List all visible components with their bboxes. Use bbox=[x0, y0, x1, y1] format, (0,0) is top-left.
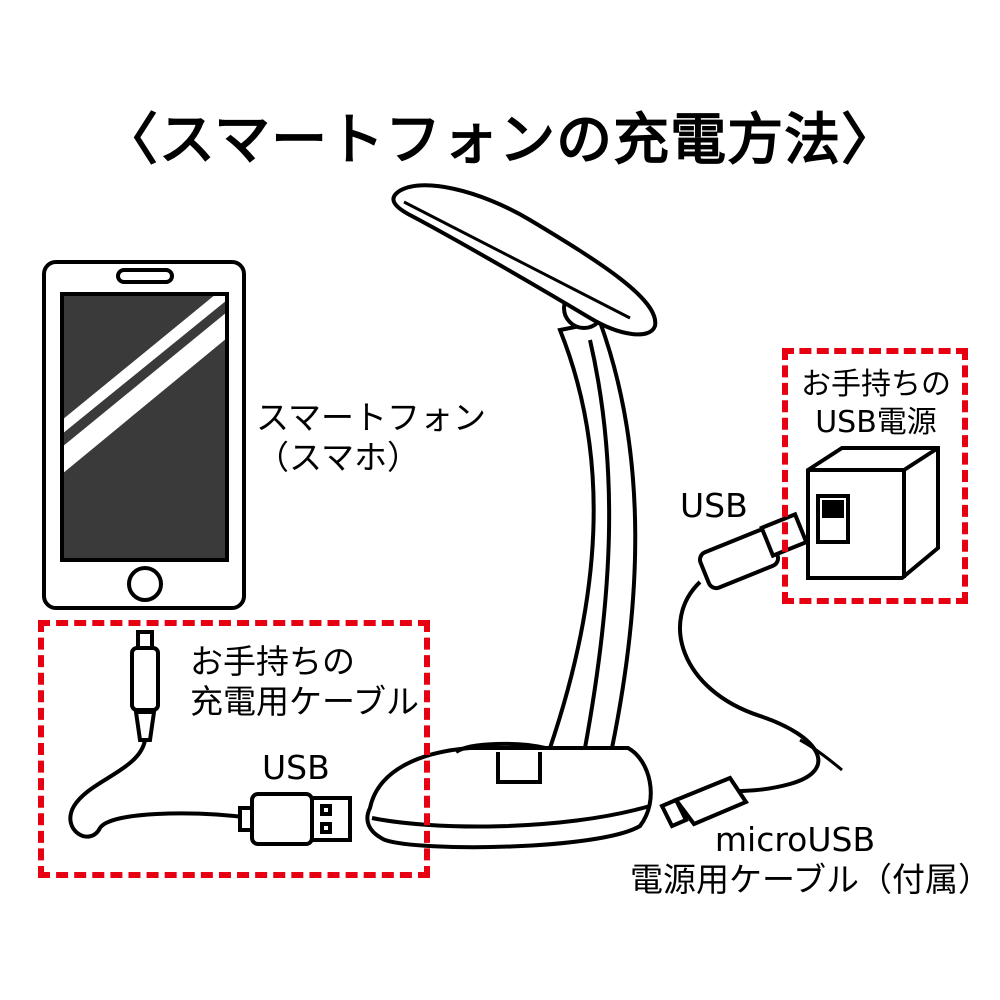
own-charge-cable-label: お手持ちの 充電用ケーブル bbox=[190, 642, 419, 722]
own-usb-power-label: お手持ちの USB電源 bbox=[798, 366, 954, 442]
own-usb-power-line2: USB電源 bbox=[815, 405, 937, 440]
smartphone-label-line1: スマートフォン bbox=[256, 398, 487, 437]
micro-usb-cable-line2: 電源用ケーブル（付属） bbox=[630, 860, 992, 899]
smartphone-label-line2: （スマホ） bbox=[256, 438, 421, 477]
micro-usb-cable-label: microUSB 電源用ケーブル（付属） bbox=[630, 820, 992, 900]
own-charge-cable-line1: お手持ちの bbox=[190, 642, 355, 681]
own-charge-cable-line2: 充電用ケーブル bbox=[190, 682, 420, 721]
usb-label-left: USB bbox=[262, 748, 330, 787]
smartphone-illustration bbox=[42, 260, 246, 610]
own-usb-power-line1: お手持ちの bbox=[801, 367, 951, 402]
usb-power-dashed-box bbox=[782, 348, 968, 604]
page-title: 〈スマートフォンの充電方法〉 bbox=[101, 108, 899, 173]
micro-usb-cable-illustration bbox=[659, 511, 843, 829]
micro-usb-cable-line1: microUSB bbox=[714, 820, 876, 859]
smartphone-label: スマートフォン （スマホ） bbox=[256, 398, 486, 478]
charge-cable-illustration bbox=[68, 630, 352, 846]
charge-cable-dashed-box bbox=[38, 620, 430, 878]
usb-power-adapter-illustration bbox=[806, 446, 940, 580]
lamp-illustration bbox=[365, 183, 658, 850]
usb-label-right: USB bbox=[680, 486, 748, 525]
